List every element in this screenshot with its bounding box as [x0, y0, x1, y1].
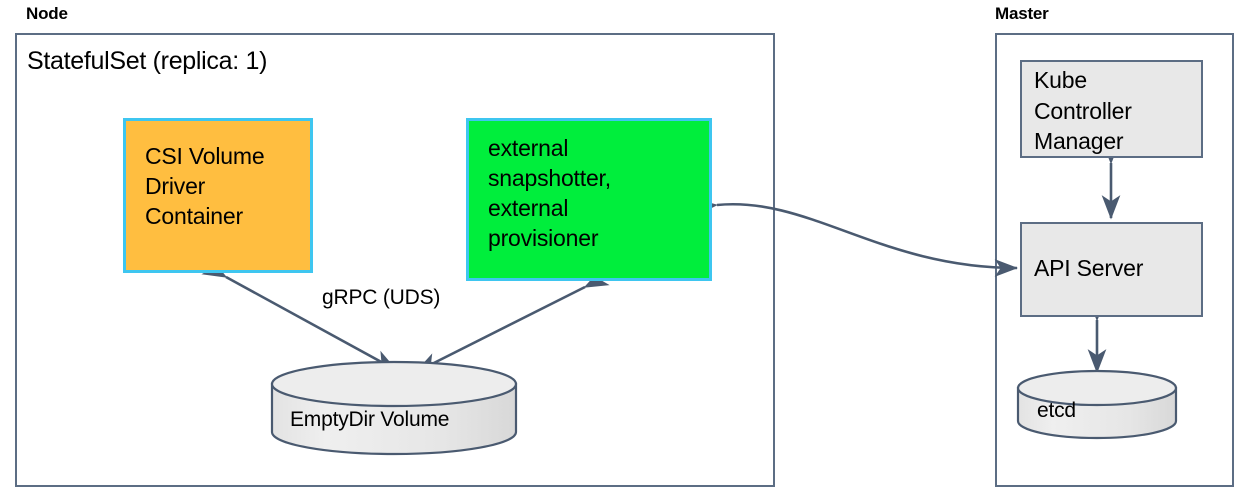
node-csi-volume-driver-container-label: CSI Volume Driver Container: [145, 143, 265, 229]
node-api-server-label: API Server: [1034, 255, 1144, 281]
node-api-server[interactable]: API Server: [1020, 222, 1203, 317]
node-emptydir-volume-label: EmptyDir Volume: [290, 408, 450, 431]
node-kube-controller-manager-label: Kube Controller Manager: [1034, 67, 1132, 155]
statefulset-title: StatefulSet (replica: 1): [27, 47, 268, 75]
node-external-sidecars[interactable]: external snapshotter, external provision…: [466, 118, 712, 281]
node-csi-volume-driver-container[interactable]: CSI Volume Driver Container: [123, 118, 313, 273]
zone-label-node: Node: [26, 4, 68, 23]
node-etcd-label: etcd: [1037, 399, 1076, 422]
edge-label-grpc-uds: gRPC (UDS): [322, 286, 441, 309]
node-external-sidecars-label: external snapshotter, external provision…: [488, 135, 611, 251]
node-kube-controller-manager[interactable]: Kube Controller Manager: [1020, 60, 1203, 158]
zone-label-master: Master: [995, 4, 1049, 23]
